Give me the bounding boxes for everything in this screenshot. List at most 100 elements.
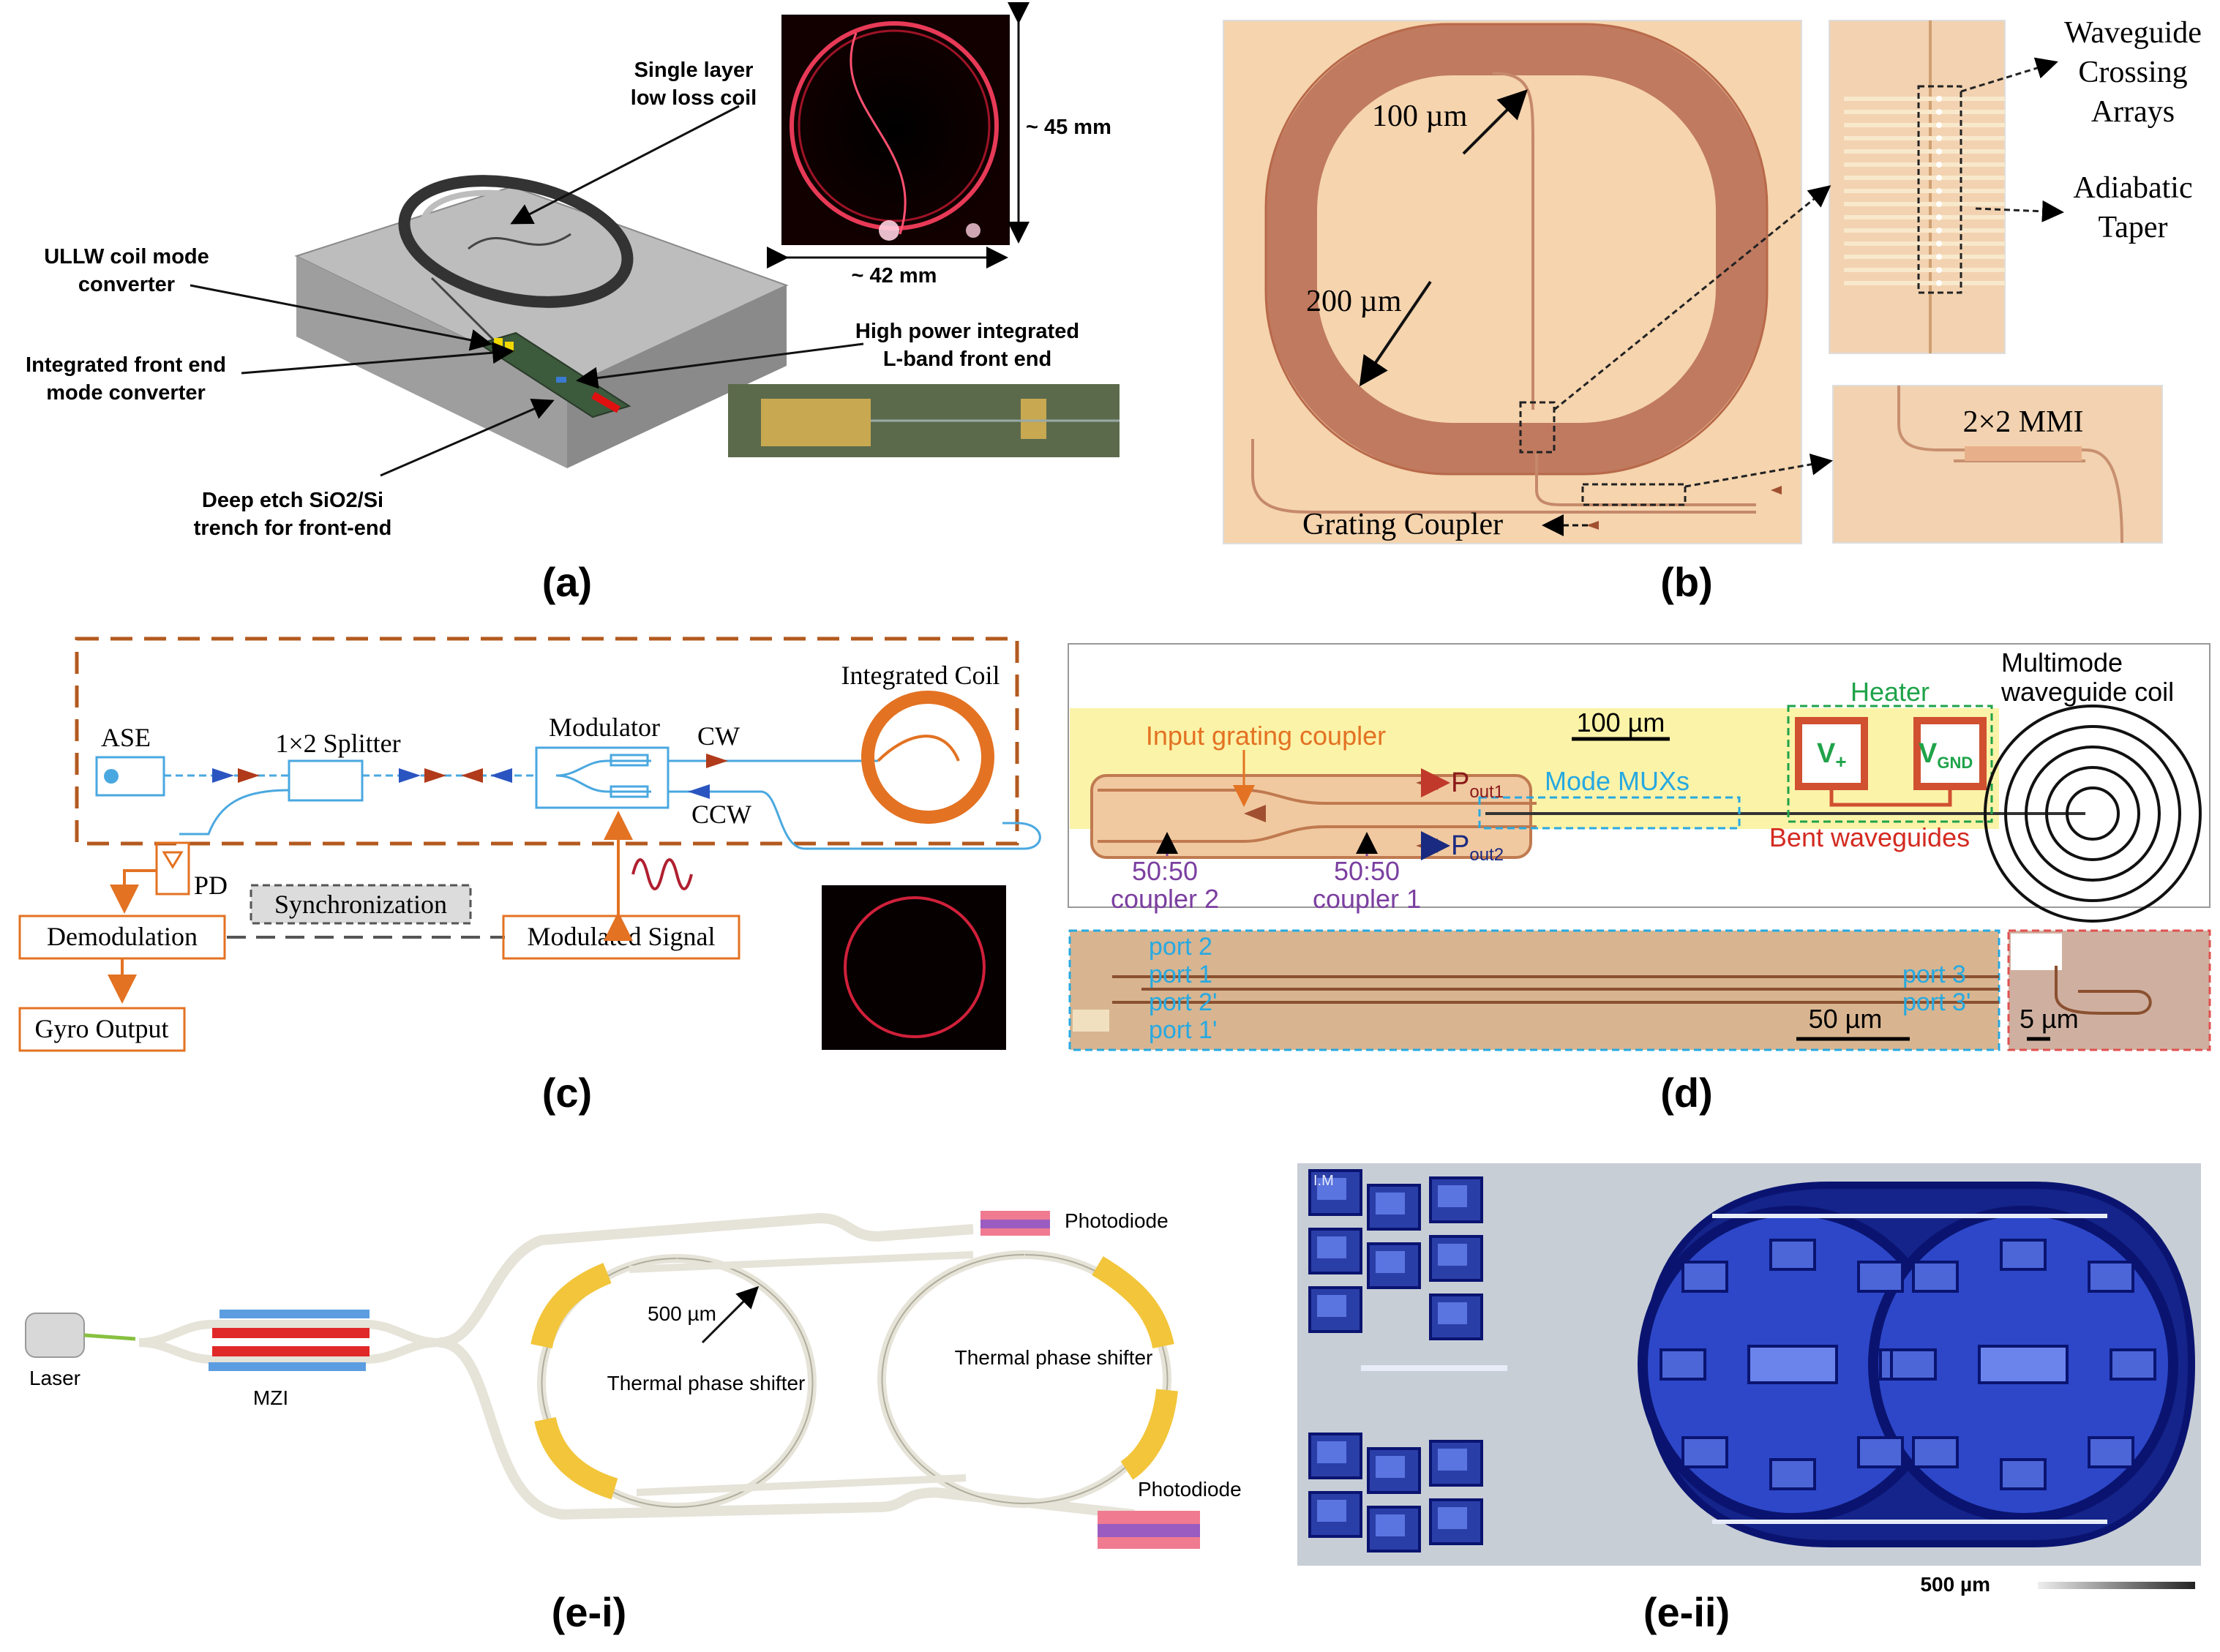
ring-electrode	[1857, 1436, 1904, 1468]
chip-pad-inner	[1317, 1500, 1346, 1522]
b-zoom-crossing-box	[1917, 85, 1962, 294]
d-muxs-box	[1478, 796, 1741, 830]
d-heater-box	[1787, 705, 1993, 823]
d-label-input-gc: Input grating coupler	[1146, 721, 1386, 751]
b-wg-to-gc	[1535, 454, 1756, 506]
d-vplus-v: V	[1817, 738, 1836, 769]
c-dashed-box	[75, 637, 1019, 846]
ei-label-tps1: Thermal phase shifter	[607, 1372, 806, 1394]
label-deep-etch-2: trench for front-end	[194, 517, 392, 540]
coil-s-bend	[468, 233, 571, 250]
b-arrow-100	[1462, 89, 1528, 155]
c-label-pd: PD	[194, 871, 228, 900]
ei-label-pd-top: Photodiode	[1065, 1209, 1169, 1232]
ei-label-500: 500 µm	[648, 1302, 716, 1325]
chip-pad-inner	[1438, 1185, 1467, 1207]
panel-e-i: Laser MZI Photodiode Photodiode 500 µm T	[25, 1209, 1242, 1635]
callout-high-power	[576, 342, 864, 389]
d-label-coupler2-2: coupler 2	[1111, 884, 1219, 914]
ring-electrode	[2000, 1458, 2047, 1490]
ring-electrode	[1890, 1348, 1937, 1381]
b-label-crossing-2: Crossing	[2078, 56, 2187, 89]
ei-mzi-wg-bot	[138, 1338, 440, 1364]
c-arrow-1	[212, 768, 234, 783]
coil-outer	[398, 175, 634, 308]
ei-laser-body	[25, 1313, 85, 1358]
b-label-grating: Grating Coupler	[1302, 508, 1503, 541]
b-arrow-crossing	[1960, 57, 2058, 93]
c-sine-icon	[631, 858, 693, 890]
chip-pad-inner	[1376, 1514, 1405, 1536]
b-arrow-zoom-cross	[1553, 185, 1831, 411]
caption-d: (d)	[1660, 1070, 1713, 1116]
chip-pad-inner	[1376, 1251, 1405, 1273]
c-label-modsig: Modulated Signal	[528, 922, 716, 951]
ei-pd-bot-2	[1098, 1524, 1200, 1537]
ring-electrode	[1769, 1239, 1816, 1271]
ring-electrode	[2088, 1436, 2134, 1468]
b-arrow-200	[1359, 280, 1432, 387]
ei-label-tps2: Thermal phase shifter	[955, 1346, 1153, 1369]
caption-c: (c)	[542, 1070, 592, 1116]
crossing-node	[1936, 135, 1942, 141]
label-front-end-mc-2: mode converter	[46, 381, 206, 405]
ei-laser-fiber	[83, 1333, 136, 1341]
b-outer-wg	[1251, 439, 1756, 514]
b-zoom-mmi	[1832, 385, 2163, 544]
caption-e-i: (e-i)	[552, 1589, 627, 1635]
blue-chip	[556, 377, 566, 383]
c-arrow-4	[424, 768, 446, 783]
c-gyro-box	[18, 1007, 186, 1052]
c-modulator-box	[535, 746, 670, 809]
ei-label-mzi: MZI	[253, 1386, 288, 1409]
spiral-turn	[1984, 705, 2202, 923]
eii-scalebar	[2038, 1582, 2195, 1589]
crossing-node	[1936, 122, 1942, 128]
c-arrow-5	[461, 768, 483, 783]
panel-a: Single layer low loss coil ULLW coil mod…	[26, 2, 1120, 605]
b-inner-wg	[1492, 72, 1534, 410]
chip-slab-side	[567, 285, 787, 468]
crossing-node	[1936, 241, 1942, 247]
spiral-turn	[2025, 746, 2161, 882]
d-pad-wire-1	[1829, 786, 1952, 807]
label-single-layer-1: Single layer	[634, 59, 754, 82]
b-crossing-box	[1519, 401, 1556, 454]
b-arrow-taper	[1975, 200, 2064, 222]
ring-electrode	[1912, 1436, 1959, 1468]
ei-pd-top-3	[980, 1228, 1050, 1236]
spiral-turn	[2004, 725, 2181, 902]
front-end-photo-gold	[761, 399, 871, 446]
b-mmi-wg-1	[1897, 386, 2123, 544]
coil-inner	[419, 189, 612, 293]
ei-label-pd-bottom: Photodiode	[1138, 1478, 1242, 1501]
coil-photo-glow-2	[966, 223, 980, 238]
chip-slab-front	[296, 256, 567, 468]
c-arrow-cw	[706, 754, 728, 768]
c-mod-elec-1	[610, 754, 649, 767]
d-label-coupler2-1: 50:50	[1132, 856, 1198, 886]
chip-pad-inner	[1438, 1302, 1467, 1324]
b-label-crossing-3: Arrays	[2091, 95, 2175, 129]
d-label-scale50: 50 µm	[1809, 1004, 1883, 1034]
c-label-cw: CW	[697, 721, 740, 751]
crossing-node	[1936, 280, 1942, 286]
chip-pad-inner	[1317, 1441, 1346, 1463]
d-label-vgnd: VGND	[1919, 738, 1973, 772]
ei-heater-4	[1120, 1389, 1178, 1480]
c-label-coil: Integrated Coil	[841, 661, 1000, 690]
chip-pad-inner	[1438, 1449, 1467, 1471]
ei-heater-3	[1092, 1256, 1174, 1349]
ei-heater-1	[530, 1263, 612, 1349]
crossing-node	[1936, 109, 1942, 115]
d-zoom-right-pad	[2011, 934, 2062, 970]
chip-pad-inner	[1438, 1507, 1467, 1529]
crossing-node	[1936, 188, 1942, 194]
ring-electrode	[2000, 1239, 2047, 1271]
c-mod-elec-2	[610, 785, 649, 798]
crossing-node	[1936, 162, 1942, 168]
b-zoom-crossing	[1829, 20, 2006, 354]
label-high-power-1: High power integrated	[855, 320, 1079, 343]
ei-pd-bot-1	[1098, 1511, 1200, 1524]
d-pout1-sub: out1	[1469, 782, 1504, 802]
